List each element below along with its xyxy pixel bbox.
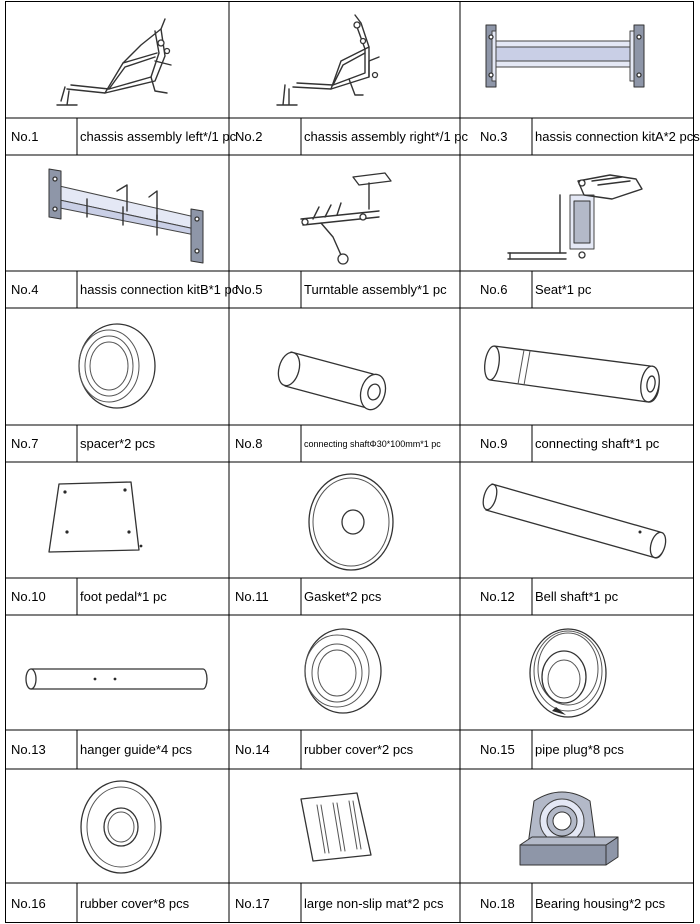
part-image-1	[5, 1, 229, 118]
part-name-8: connecting shaftΦ30*100mm*1 pc	[304, 438, 441, 449]
part-name-14: rubber cover*2 pcs	[304, 742, 414, 757]
table-grid-lines	[4, 0, 695, 924]
part-number-11: No.11	[235, 589, 269, 604]
chassis-right-drawing	[276, 14, 380, 106]
part-name-2: chassis assembly right*/1 pc	[304, 129, 469, 144]
part-image-9	[460, 308, 694, 425]
bell-shaft-drawing	[482, 483, 667, 559]
part-image-16	[5, 769, 229, 883]
part-image-4	[5, 155, 229, 271]
seat-drawing	[507, 174, 643, 260]
part-image-5	[229, 155, 460, 271]
part-name-11: Gasket*2 pcs	[304, 589, 382, 604]
part-number-15: No.15	[480, 742, 515, 757]
part-image-3	[460, 1, 694, 118]
pipe-plug-drawing	[529, 628, 607, 718]
part-image-12	[460, 462, 694, 578]
part-number-6: No.6	[480, 282, 508, 297]
part-number-14: No.14	[235, 742, 270, 757]
part-number-2: No.2	[235, 129, 263, 144]
spacer-drawing	[78, 323, 156, 409]
part-number-4: No.4	[11, 282, 39, 297]
part-number-7: No.7	[11, 436, 39, 451]
part-name-4: hassis connection kitB*1 pc	[80, 282, 239, 297]
part-image-13	[5, 615, 229, 730]
part-image-2	[229, 1, 460, 118]
turntable-drawing	[300, 172, 392, 265]
connection-kit-a-drawing	[485, 24, 645, 88]
part-number-17: No.17	[235, 895, 270, 911]
part-image-18	[460, 769, 694, 883]
non-slip-mat-drawing	[300, 792, 372, 862]
part-image-15	[460, 615, 694, 730]
part-name-6: Seat*1 pc	[535, 282, 592, 297]
connection-kit-b-drawing	[48, 168, 204, 264]
part-number-18: No.18	[480, 895, 515, 911]
part-number-3: No.3	[480, 129, 508, 144]
part-name-10: foot pedal*1 pc	[80, 589, 167, 604]
part-name-17: large non-slip mat*2 pcs	[304, 895, 444, 911]
part-name-15: pipe plug*8 pcs	[535, 742, 624, 757]
part-image-17	[229, 769, 460, 883]
part-image-8	[229, 308, 460, 425]
part-image-7	[5, 308, 229, 425]
part-name-12: Bell shaft*1 pc	[535, 589, 619, 604]
rubber-cover-drawing	[304, 628, 382, 714]
part-number-9: No.9	[480, 436, 508, 451]
part-number-12: No.12	[480, 589, 515, 604]
part-number-8: No.8	[235, 436, 263, 451]
part-number-16: No.16	[11, 895, 46, 911]
part-name-3: hassis connection kitA*2 pcs	[535, 129, 700, 144]
part-image-6	[460, 155, 694, 271]
hanger-guide-drawing	[25, 668, 208, 690]
chassis-left-drawing	[56, 18, 172, 106]
bearing-housing-drawing	[519, 791, 619, 866]
parts-table: No.1 chassis assembly left*/1 pc No.2 ch…	[4, 0, 700, 924]
part-number-1: No.1	[11, 129, 39, 144]
part-name-5: Turntable assembly*1 pc	[304, 282, 447, 297]
part-image-10	[5, 462, 229, 578]
part-number-10: No.10	[11, 589, 46, 604]
gasket-drawing	[308, 473, 394, 571]
part-name-16: rubber cover*8 pcs	[80, 895, 190, 911]
connecting-shaft-short-drawing	[277, 351, 387, 411]
connecting-shaft-drawing	[484, 345, 660, 403]
rubber-ring-drawing	[80, 780, 162, 874]
part-name-18: Bearing housing*2 pcs	[535, 895, 666, 911]
part-image-11	[229, 462, 460, 578]
part-name-13: hanger guide*4 pcs	[80, 742, 193, 757]
part-name-1: chassis assembly left*/1 pc	[80, 129, 237, 144]
part-number-5: No.5	[235, 282, 263, 297]
part-image-14	[229, 615, 460, 730]
foot-pedal-drawing	[48, 481, 143, 553]
part-name-9: connecting shaft*1 pc	[535, 436, 660, 451]
part-number-13: No.13	[11, 742, 46, 757]
part-name-7: spacer*2 pcs	[80, 436, 156, 451]
